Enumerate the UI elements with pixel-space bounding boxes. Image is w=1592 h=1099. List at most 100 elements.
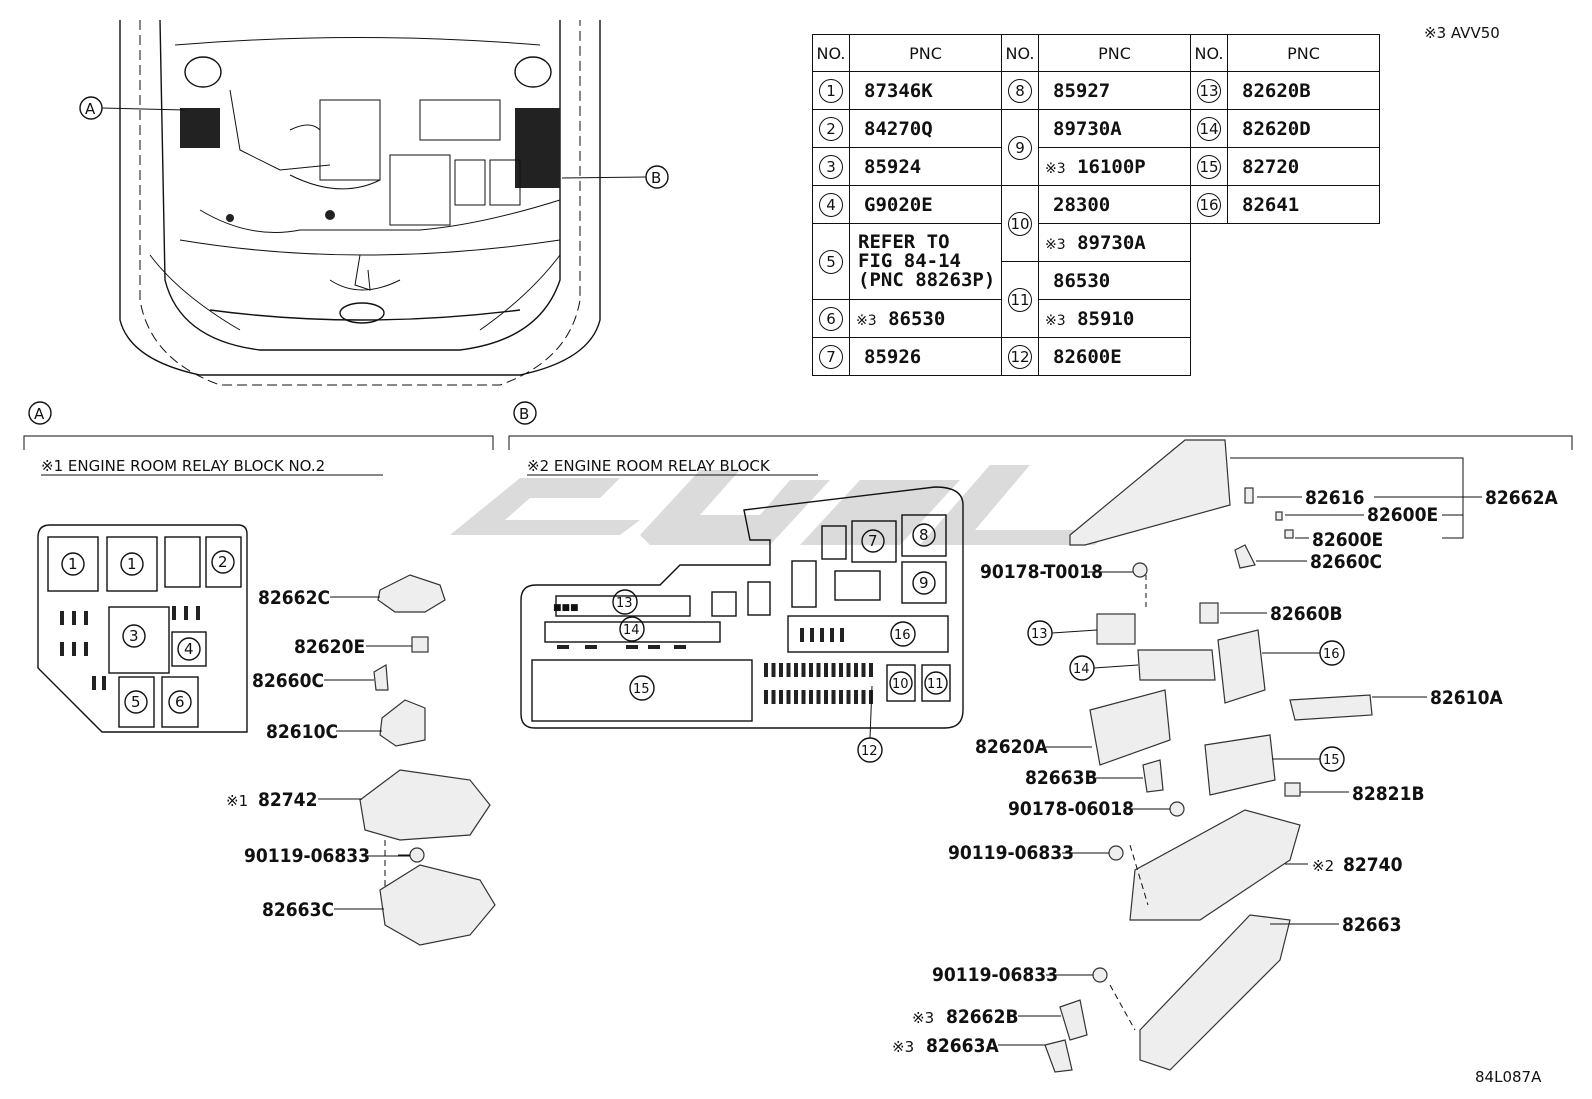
row-number: 1 bbox=[819, 78, 843, 103]
slot-label: 13 bbox=[616, 596, 633, 611]
fuse-slot bbox=[839, 663, 843, 677]
part-number: 82740 bbox=[1343, 854, 1403, 876]
fuse-slot bbox=[786, 690, 791, 704]
slot-label: 6 bbox=[175, 693, 185, 711]
section-b-title: ※2 ENGINE ROOM RELAY BLOCK bbox=[527, 457, 771, 475]
section-b-marker: B bbox=[519, 405, 529, 423]
footnote-mark: ※3 bbox=[856, 312, 877, 329]
fuse-slot bbox=[846, 663, 851, 677]
footnote-mark: ※3 bbox=[1045, 236, 1066, 253]
row-number: 3 bbox=[819, 154, 843, 179]
slot-label: 3 bbox=[129, 627, 139, 645]
watermark-logo bbox=[450, 465, 1110, 545]
part-number: 82600E bbox=[1367, 504, 1438, 526]
row-number: 5 bbox=[819, 249, 843, 274]
part-number: 82660B bbox=[1270, 603, 1343, 625]
fuse-slot bbox=[809, 690, 813, 704]
footnote-mark: ※3 bbox=[1045, 160, 1066, 177]
fuse-slot bbox=[824, 690, 828, 704]
row-number: 7 bbox=[819, 344, 843, 369]
pnc-value: G9020E bbox=[849, 185, 1002, 224]
refer-line: FIG 84-14 bbox=[858, 250, 961, 272]
slot-label: 9 bbox=[919, 574, 929, 592]
fuse-slot bbox=[831, 663, 836, 677]
slot-label: 8 bbox=[919, 526, 929, 544]
fuse-slot bbox=[831, 690, 836, 704]
pnc-value: 89730A bbox=[1077, 231, 1146, 254]
col-header-no: NO. bbox=[812, 34, 850, 72]
relay-block-no2: 1 1 2 3 4 5 6 bbox=[37, 524, 248, 733]
pnc-value: 28300 bbox=[1038, 185, 1191, 224]
pnc-table: NO. PNC NO. PNC NO. PNC 1 87346K 8 85927… bbox=[812, 34, 1380, 376]
slot-label: 1 bbox=[127, 555, 137, 573]
pnc-value: 86530 bbox=[888, 307, 946, 330]
part-number: 82663A bbox=[926, 1035, 999, 1057]
fuse-slot bbox=[801, 663, 806, 677]
part-number: 90119-06833 bbox=[932, 964, 1058, 986]
section-a-title: ※1 ENGINE ROOM RELAY BLOCK NO.2 bbox=[41, 457, 325, 475]
pnc-refer: REFER TO FIG 84-14 (PNC 88263P) bbox=[849, 223, 1002, 300]
part-callout: 13 bbox=[1031, 627, 1048, 642]
fuse-slot bbox=[794, 663, 798, 677]
slot-label: 15 bbox=[633, 682, 650, 697]
fuse-slot bbox=[824, 663, 828, 677]
row-number: 13 bbox=[1197, 78, 1221, 103]
col-header-pnc: PNC bbox=[849, 34, 1002, 72]
footnote-mark: ※3 bbox=[912, 1009, 934, 1027]
pnc-value: 85926 bbox=[849, 337, 1002, 376]
row-number: 16 bbox=[1197, 192, 1221, 217]
svg-text:■■■: ■■■ bbox=[553, 603, 579, 613]
part-number: 82821B bbox=[1352, 783, 1425, 805]
row-number: 2 bbox=[819, 116, 843, 141]
slot-label: 10 bbox=[892, 677, 909, 692]
fuse-slot bbox=[764, 690, 768, 704]
fuse-slot bbox=[861, 690, 866, 704]
section-a-marker: A bbox=[34, 405, 45, 423]
footnote-mark: ※1 bbox=[226, 792, 248, 810]
row-number: 4 bbox=[819, 192, 843, 217]
part-number: 82620A bbox=[975, 736, 1048, 758]
part-callout: 14 bbox=[1073, 662, 1090, 677]
row-number: 6 bbox=[819, 306, 843, 331]
row-number: 15 bbox=[1197, 154, 1221, 179]
part-callout: 15 bbox=[1323, 753, 1340, 768]
slot-label: 16 bbox=[894, 628, 911, 643]
part-number: 82662C bbox=[258, 587, 330, 609]
marker-b-label: B bbox=[651, 169, 661, 187]
fuse-slot bbox=[786, 663, 791, 677]
part-number: 82610C bbox=[266, 721, 338, 743]
row-number: 14 bbox=[1197, 116, 1221, 141]
row-number: 10 bbox=[1008, 211, 1032, 236]
left-parts-illustrations bbox=[359, 574, 496, 946]
engine-bay-illustration bbox=[119, 19, 601, 386]
refer-line: (PNC 88263P) bbox=[858, 269, 996, 291]
fuse-slot bbox=[771, 663, 776, 677]
fuse-slot bbox=[816, 690, 821, 704]
part-number: 82610A bbox=[1430, 687, 1503, 709]
part-number: 90178-06018 bbox=[1008, 798, 1134, 820]
part-number: 90119-06833 bbox=[244, 845, 370, 867]
slot-label: 14 bbox=[623, 623, 640, 638]
footnote-mark: ※3 bbox=[1045, 312, 1066, 329]
row-number: 8 bbox=[1008, 78, 1032, 103]
fuse-slot bbox=[846, 690, 851, 704]
right-part-labels: 82616 82600E 82600E 82662A 82660C 90178-… bbox=[892, 457, 1558, 1057]
part-callout: 16 bbox=[1323, 647, 1340, 662]
pnc-value: 82600E bbox=[1038, 337, 1191, 376]
pnc-value: 85927 bbox=[1038, 71, 1191, 110]
footnote-mark: ※3 bbox=[892, 1038, 914, 1056]
fuse-slot bbox=[861, 663, 866, 677]
fuse-slot bbox=[801, 690, 806, 704]
fuse-slot bbox=[869, 663, 873, 677]
pnc-value: 82620D bbox=[1227, 109, 1380, 148]
slot-label: 12 bbox=[861, 744, 878, 759]
diagram-code: 84L087A bbox=[1475, 1068, 1542, 1086]
row-number: 9 bbox=[1008, 135, 1032, 160]
row-number: 12 bbox=[1008, 344, 1032, 369]
part-number: 82662A bbox=[1485, 487, 1558, 509]
part-number: 82662B bbox=[946, 1006, 1019, 1028]
slot-label: 1 bbox=[68, 555, 78, 573]
fuse-slot bbox=[779, 690, 783, 704]
pnc-value: 85924 bbox=[849, 147, 1002, 186]
